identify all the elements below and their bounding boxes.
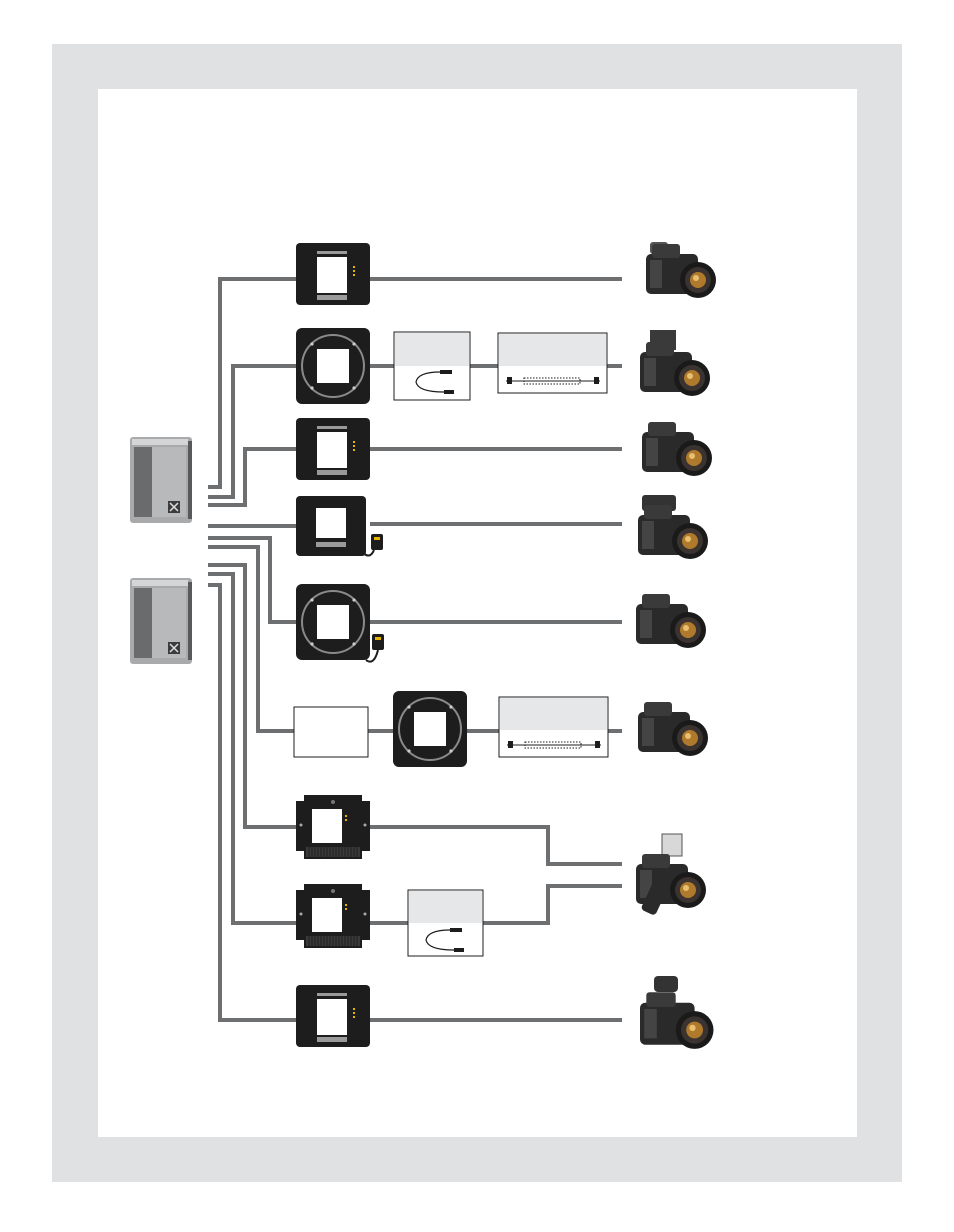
- wire-row-9: [208, 585, 296, 1020]
- camera-icon: [642, 422, 712, 476]
- camera-icon: [636, 594, 706, 648]
- camera-5: [636, 594, 706, 648]
- camera-icon: [640, 992, 714, 1049]
- camera-icon: [646, 244, 716, 298]
- wire-out-8b: [483, 886, 622, 923]
- camera-2: [640, 330, 710, 396]
- adapter-plate-row-4: [296, 496, 383, 556]
- square-plate-icon: [296, 985, 370, 1047]
- adapter-plate-row-2: [296, 328, 370, 404]
- large-format-plate-icon: [296, 884, 370, 948]
- coiled-cable-box-row-2: [498, 333, 607, 393]
- camera-icon: [638, 505, 708, 559]
- adapter-plate-row-7: [296, 795, 370, 859]
- blank-adapter-box-row-6: [294, 707, 368, 757]
- camera-1: [646, 242, 716, 298]
- digital-back-2: [130, 578, 192, 664]
- camera-icon: [638, 702, 708, 756]
- coiled-cable-box-row-6: [499, 697, 608, 757]
- adapter-plate-row-9: [296, 985, 370, 1047]
- round-plate-icon: [296, 584, 370, 660]
- digital-back-icon: [130, 578, 192, 664]
- camera-icon: [640, 342, 710, 396]
- adapter-plate-row-6: [393, 691, 467, 767]
- digital-back-icon: [130, 437, 192, 523]
- camera-7: [636, 834, 706, 916]
- round-plate-icon: [393, 691, 467, 767]
- wire-row-1: [208, 279, 296, 487]
- camera-8: [640, 976, 714, 1049]
- round-plate-icon: [296, 328, 370, 404]
- adapter-plate-row-8: [296, 884, 370, 948]
- square-plate-icon: [296, 418, 370, 480]
- adapter-plate-row-1: [296, 243, 370, 305]
- sync-cable-box-row-2: [394, 332, 470, 400]
- square-plate-icon: [296, 243, 370, 305]
- digital-back-1: [130, 437, 192, 523]
- adapter-plate-row-3: [296, 418, 370, 480]
- camera-4: [638, 495, 708, 559]
- sync-cable-box-row-8: [408, 890, 483, 956]
- camera-6: [638, 702, 708, 756]
- camera-3: [642, 422, 712, 476]
- wire-out-7: [358, 827, 622, 864]
- large-format-plate-icon: [296, 795, 370, 859]
